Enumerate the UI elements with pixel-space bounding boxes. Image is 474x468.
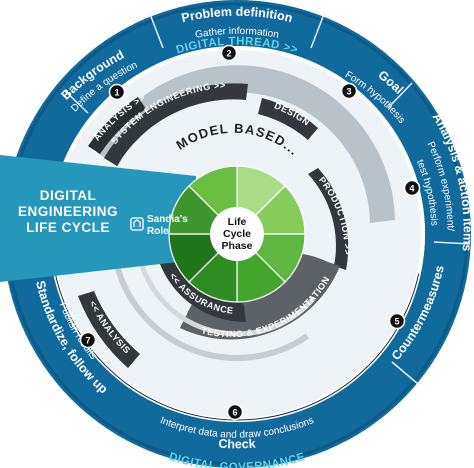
svg-text:7: 7 xyxy=(85,336,90,346)
step-marker-7: 7 xyxy=(79,331,97,349)
band-production-bg xyxy=(308,168,349,270)
core-line3: Phase xyxy=(222,240,253,252)
step-marker-6: 6 xyxy=(226,403,244,421)
sandia-icon xyxy=(130,217,144,231)
de-line2: ENGINEERING xyxy=(18,204,118,219)
core-line1: Life xyxy=(228,216,247,228)
step-marker-2: 2 xyxy=(220,44,238,62)
svg-text:2: 2 xyxy=(226,49,231,59)
band-syseng-dark xyxy=(104,83,248,166)
step-marker-5: 5 xyxy=(388,312,406,330)
sandia-role-line2: Role xyxy=(147,226,169,237)
sandia-role-line1: Sandia's xyxy=(147,214,188,225)
digital-engineering-wedge xyxy=(0,155,196,282)
svg-text:3: 3 xyxy=(346,87,351,97)
step-marker-1: 1 xyxy=(108,83,126,101)
svg-text:4: 4 xyxy=(409,184,414,194)
problem-title: Problem definition xyxy=(180,5,294,26)
band-ring-b xyxy=(134,131,340,337)
svg-text:1: 1 xyxy=(114,88,119,98)
svg-text:6: 6 xyxy=(232,408,237,418)
core-line2: Cycle xyxy=(223,228,251,240)
core-circle xyxy=(210,207,264,261)
step-marker-3: 3 xyxy=(340,82,358,100)
de-line3: LIFE CYCLE xyxy=(26,220,110,235)
step-marker-4: 4 xyxy=(403,179,421,197)
check-title: Check xyxy=(218,437,256,452)
problem-subtitle: Gather information xyxy=(194,26,279,41)
band-analysis-top-bg xyxy=(88,97,146,154)
band-analysis-bottom-bg xyxy=(78,291,140,368)
band-design-bg xyxy=(258,98,318,140)
svg-text:5: 5 xyxy=(394,317,399,327)
band-ring-a xyxy=(110,107,364,361)
de-line1: DIGITAL xyxy=(40,188,97,203)
